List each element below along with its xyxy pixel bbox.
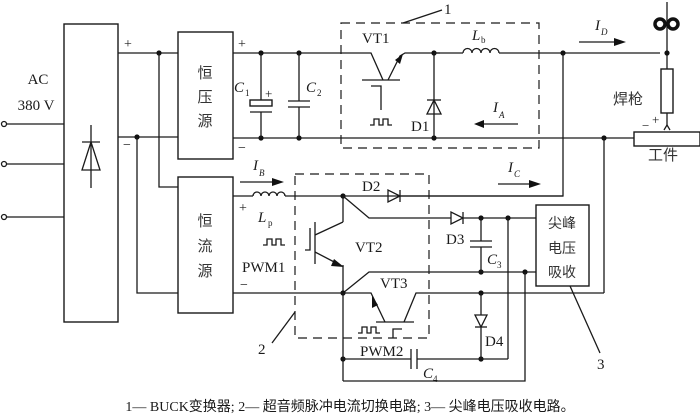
rectifier-block: [63, 23, 119, 323]
cv-label-2: 压: [197, 88, 212, 106]
callout-3: 3: [597, 357, 605, 373]
wire-spool-icon: [653, 17, 667, 31]
pulse-icon: [358, 326, 380, 334]
c1-plus: +: [265, 86, 272, 101]
current-ia: I A: [474, 100, 518, 128]
current-ic: I C: [498, 160, 541, 188]
cc-label-3: 源: [197, 262, 212, 280]
pulse-icon: [263, 238, 285, 246]
callout-1: 1: [444, 2, 452, 18]
ib-label: I: [252, 158, 259, 174]
diode-d2: D2: [343, 179, 402, 204]
cc-label-1: 恒: [197, 212, 212, 230]
lp-sub: p: [268, 218, 273, 228]
capacitor-c1: C 1 +: [234, 50, 273, 141]
buck-converter-region: [340, 22, 540, 149]
absorber-label-2: 电压: [548, 241, 576, 257]
lb-sub: b: [481, 35, 486, 45]
absorber-label-3: 吸收: [548, 265, 576, 281]
transistor-vt1: VT1: [360, 31, 440, 126]
pwm2-label: PWM2: [360, 344, 403, 360]
d2-label: D2: [362, 179, 380, 195]
cv-label-3: 源: [197, 112, 212, 130]
callout-2: 2: [258, 342, 266, 358]
c4-sub: 4: [433, 374, 438, 384]
pulse-icon: [370, 118, 392, 126]
absorber-label-1: 尖峰: [548, 216, 576, 232]
transistor-vt3: VT3 PWM2: [343, 276, 604, 360]
pwm1-label: PWM1: [242, 260, 285, 276]
ic-label: I: [507, 160, 514, 176]
capacitor-c4: C 4: [340, 293, 508, 384]
cc-minus: −: [240, 278, 248, 293]
terminal-l3: [0, 213, 8, 221]
inductor-lb: L b: [434, 28, 660, 54]
torch-label: 焊枪: [613, 90, 643, 108]
terminal-l1: [0, 120, 8, 128]
lb-label: L: [471, 28, 480, 44]
inductor-lp: L p: [233, 191, 343, 228]
capacitor-c2: C 2: [288, 50, 322, 141]
vt1-label: VT1: [362, 31, 390, 47]
cc-plus: +: [239, 201, 247, 216]
cv-source-block: 恒 压 源: [177, 31, 234, 160]
voltage-label: 380 V: [18, 98, 55, 114]
cc-source-block: 恒 流 源: [177, 176, 234, 314]
torch-plus: +: [652, 112, 659, 127]
work-minus: −: [642, 118, 649, 133]
d1-label: D1: [411, 119, 429, 135]
workpiece-label: 工件: [648, 146, 678, 164]
lp-label: L: [257, 210, 266, 226]
c1-label: C: [234, 80, 245, 96]
ic-sub: C: [514, 169, 521, 179]
diode-d1: D1: [411, 50, 443, 141]
cv-label-1: 恒: [197, 64, 212, 82]
spike-absorber-block: 尖峰 电压 吸收: [535, 204, 590, 287]
cv-minus: −: [238, 141, 246, 156]
c2-sub: 2: [317, 88, 322, 98]
current-id: I D: [579, 18, 626, 46]
ia-label: I: [492, 100, 499, 116]
c3-label: C: [487, 252, 498, 268]
vt2-label: VT2: [355, 240, 383, 256]
ac-label: AC: [28, 72, 49, 88]
c3-sub: 3: [497, 260, 502, 270]
rect-minus: −: [123, 138, 131, 153]
cv-plus: +: [238, 37, 246, 52]
pulse-switching-region: [294, 173, 430, 339]
current-ib: I B: [240, 158, 284, 186]
cc-label-2: 流: [197, 237, 212, 255]
wire-spool-icon: [666, 17, 680, 31]
c1-sub: 1: [245, 88, 250, 98]
c4-label: C: [423, 366, 434, 382]
ib-sub: B: [259, 168, 265, 178]
figure-caption: 1— BUCK变换器; 2— 超音频脉冲电流切换电路; 3— 尖峰电压吸收电路。: [125, 400, 575, 415]
d3-label: D3: [446, 232, 464, 248]
rect-plus: +: [124, 37, 132, 52]
workpiece: 工件: [633, 131, 700, 164]
vt3-label: VT3: [380, 276, 408, 292]
c2-label: C: [306, 80, 317, 96]
ia-sub: A: [498, 110, 505, 120]
terminal-l2: [0, 160, 8, 168]
diode-d4: D4: [473, 290, 504, 362]
diode-icon: [81, 139, 101, 171]
ac-input: AC 380 V: [0, 72, 64, 221]
capacitor-c3: C 3: [470, 215, 502, 275]
transistor-vt2: VT2 PWM1: [242, 193, 383, 293]
welding-torch: 焊枪 + −: [613, 2, 680, 133]
d4-label: D4: [485, 334, 504, 350]
id-label: I: [594, 18, 601, 34]
id-sub: D: [600, 27, 608, 37]
